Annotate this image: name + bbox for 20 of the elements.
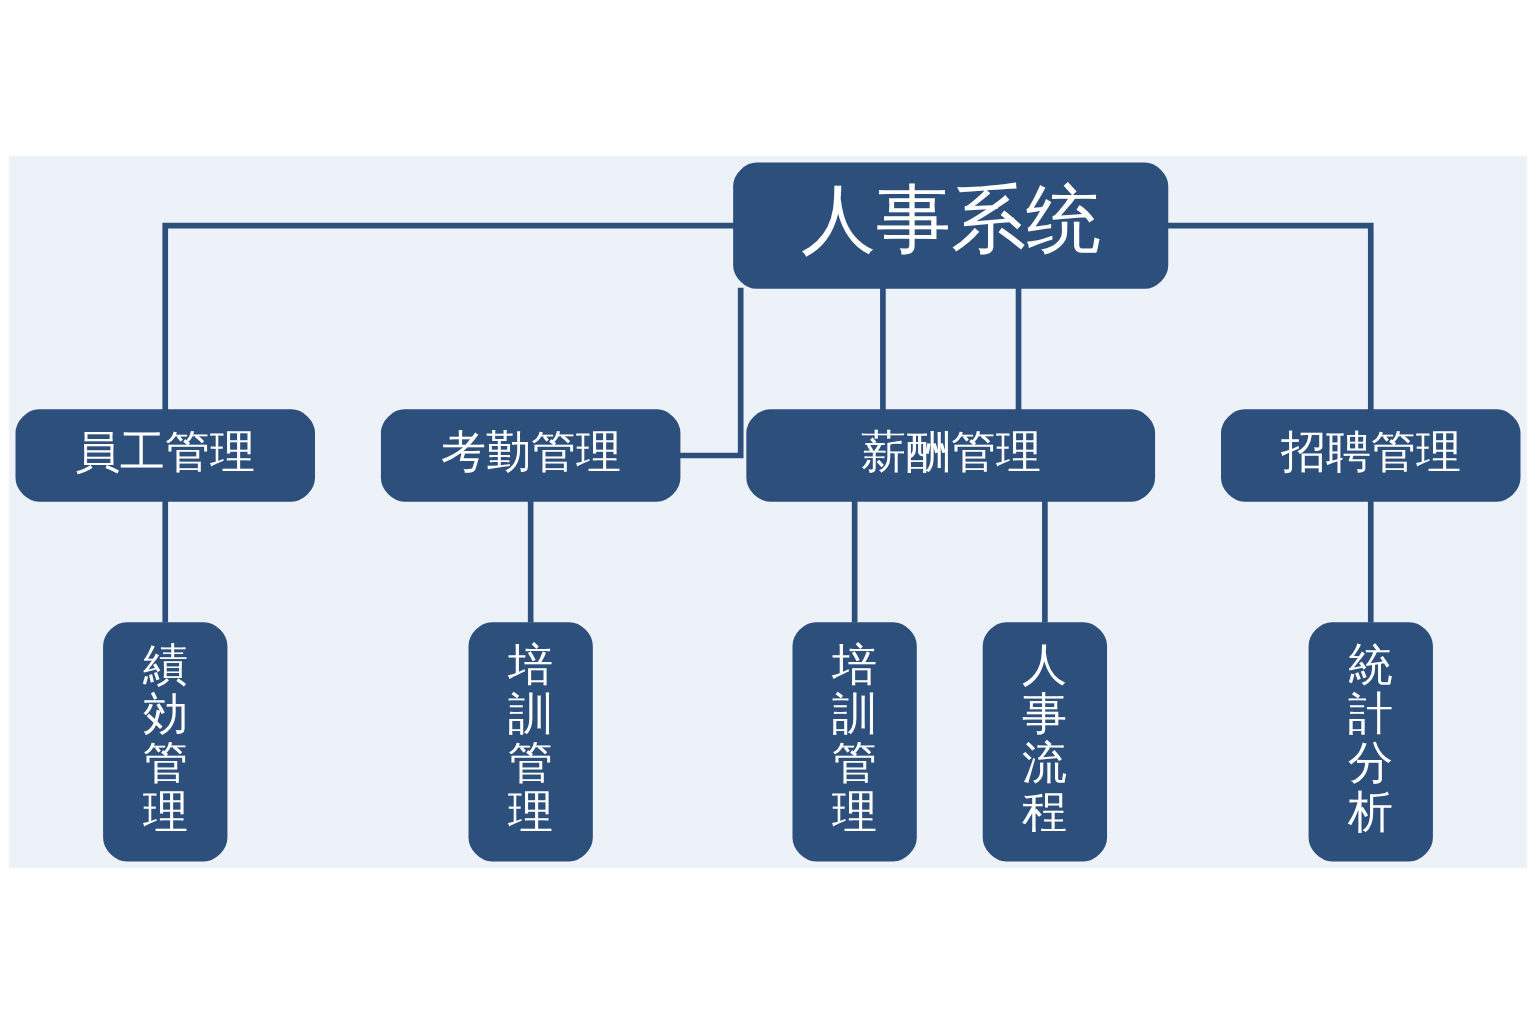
node-box: 薪酬管理 — [746, 409, 1156, 502]
connector — [851, 500, 858, 623]
connector — [880, 287, 886, 410]
node-box: 績効管理 — [103, 622, 228, 862]
node-box: 人事系统 — [733, 162, 1169, 289]
connector — [1015, 287, 1022, 410]
node-box: 招聘管理 — [1221, 409, 1521, 502]
node-box: 人事流程 — [982, 622, 1108, 862]
node-box: 員工管理 — [15, 409, 315, 502]
node-box: 培訓管理 — [792, 622, 917, 862]
connector — [1042, 500, 1048, 623]
connector — [679, 287, 744, 459]
node-box: 統計分析 — [1308, 622, 1433, 862]
connector — [527, 500, 534, 623]
connector — [162, 500, 169, 623]
node-box: 培訓管理 — [468, 622, 593, 862]
connector — [1167, 222, 1374, 411]
connector — [1367, 500, 1374, 623]
node-box: 考勤管理 — [380, 409, 681, 502]
connector — [162, 222, 734, 411]
